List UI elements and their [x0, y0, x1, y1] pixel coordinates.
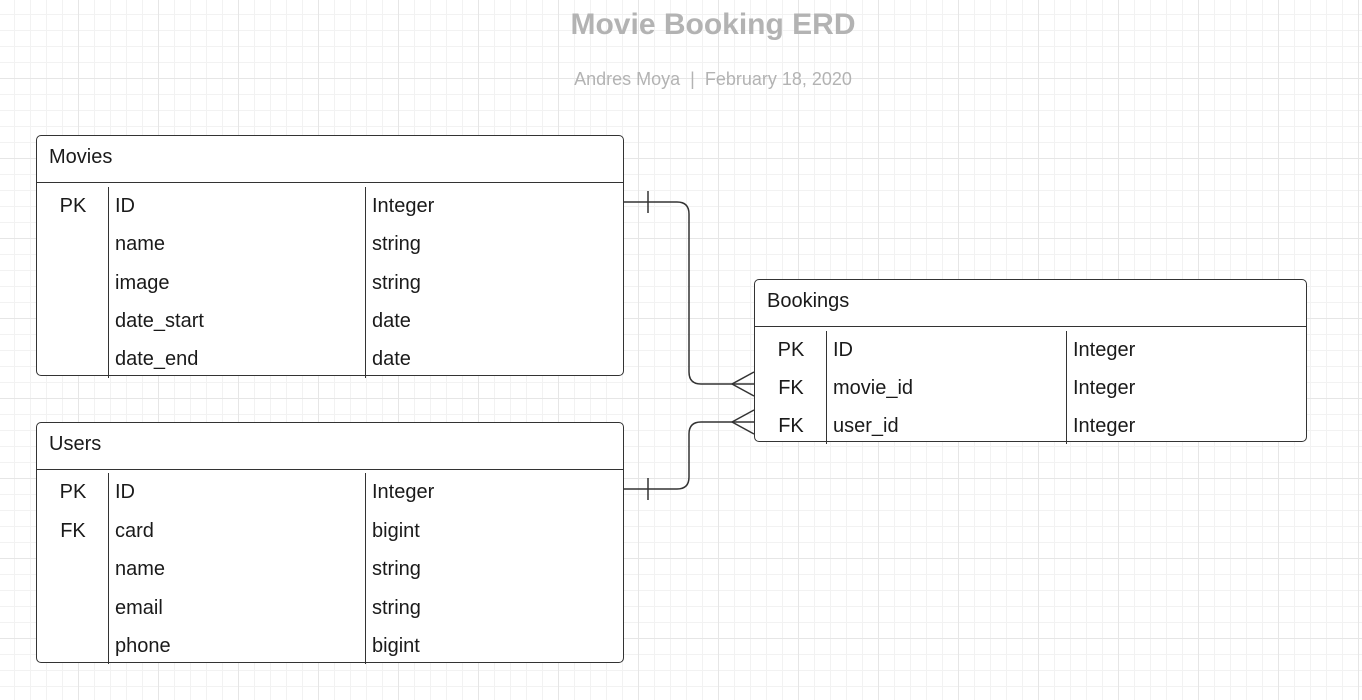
key-column-divider [826, 331, 827, 444]
field-name: ID [115, 481, 135, 503]
field-key: PK [59, 195, 87, 217]
entity-movies-fields: PK ID Integer name string image string date_sta… [37, 187, 623, 378]
field-type: string [372, 558, 421, 581]
key-column-divider [108, 473, 109, 664]
type-column-divider [365, 187, 366, 378]
entity-field-row[interactable]: phone bigint [37, 627, 623, 666]
crowfoot-many-marker [731, 409, 755, 423]
field-name: ID [833, 339, 853, 361]
entity-bookings-name: Bookings [755, 280, 1306, 327]
field-name: phone [115, 635, 171, 658]
crowfoot-many-marker [731, 371, 755, 385]
field-type: date [372, 309, 411, 332]
field-key: PK [777, 339, 805, 361]
entity-field-row[interactable]: FK movie_id Integer [755, 369, 1306, 407]
diagram-title: Movie Booking ERD [570, 8, 856, 41]
subtitle-separator: | [690, 69, 695, 89]
field-type: Integer [372, 481, 435, 503]
field-type: Integer [1073, 339, 1136, 361]
field-name: name [115, 558, 166, 581]
field-type: bigint [372, 635, 420, 658]
field-name: date_end [115, 348, 199, 371]
entity-field-row[interactable]: image string [37, 264, 623, 302]
field-name: date_start [115, 309, 204, 332]
field-name: name [115, 233, 166, 256]
entity-field-row[interactable]: date_start date [37, 302, 623, 340]
field-type: Integer [1073, 415, 1136, 437]
relationship-users-bookings[interactable] [624, 421, 754, 490]
entity-field-row[interactable]: date_end date [37, 340, 623, 378]
entity-field-row[interactable]: email string [37, 589, 623, 628]
entity-field-row[interactable]: name string [37, 225, 623, 263]
entity-users-name: Users [37, 423, 623, 470]
field-type: Integer [1073, 377, 1136, 399]
type-column-divider [365, 473, 366, 664]
type-column-divider [1066, 331, 1067, 444]
key-column-divider [108, 187, 109, 378]
diagram-date: February 18, 2020 [704, 69, 852, 89]
field-type: string [372, 596, 421, 619]
crowfoot-many-marker [731, 421, 755, 435]
entity-field-row[interactable]: name string [37, 550, 623, 589]
field-name: movie_id [833, 377, 914, 399]
field-type: bigint [372, 519, 420, 542]
field-type: date [372, 348, 411, 371]
field-key: FK [778, 415, 804, 437]
entity-movies[interactable]: Movies PK ID Integer name string image string d… [36, 135, 624, 378]
relationship-movies-bookings[interactable] [624, 201, 754, 385]
field-name: card [115, 519, 154, 542]
crowfoot-many-marker [731, 383, 755, 397]
entity-field-row[interactable]: PK ID Integer [755, 331, 1306, 369]
author-name: Andres Moya [574, 69, 681, 89]
entity-row-list: PK ID Integer name string image string date_sta… [37, 187, 623, 378]
entity-field-row[interactable]: FK card bigint [37, 512, 623, 551]
field-key: PK [59, 481, 87, 503]
diagram-subtitle: Andres Moya | February 18, 2020 [0, 69, 1362, 90]
field-type: string [372, 233, 421, 256]
field-type: Integer [372, 195, 435, 217]
field-name: email [115, 596, 163, 619]
entity-field-row[interactable]: PK ID Integer [37, 187, 623, 225]
field-key: FK [778, 377, 804, 399]
field-name: user_id [833, 415, 899, 437]
entity-field-row[interactable]: PK ID Integer [37, 473, 623, 512]
field-key: FK [60, 519, 86, 542]
entity-field-row[interactable]: FK user_id Integer [755, 407, 1306, 445]
field-name: ID [115, 195, 135, 217]
field-name: image [115, 271, 170, 294]
entity-movies-name: Movies [37, 136, 623, 183]
field-type: string [372, 271, 421, 294]
